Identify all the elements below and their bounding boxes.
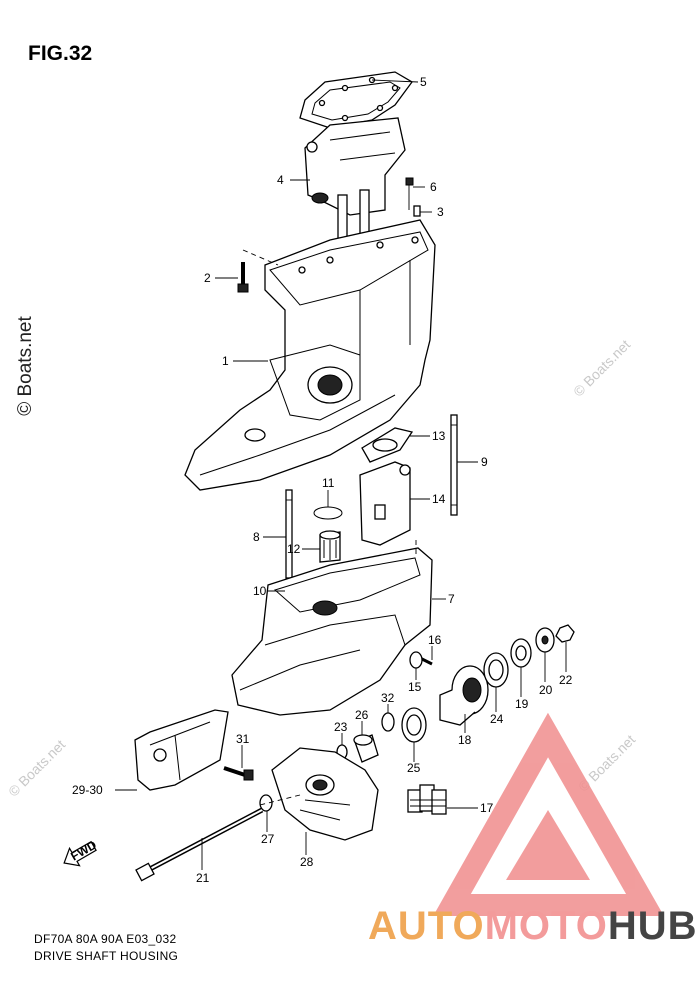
label-part-25: 25	[407, 761, 421, 775]
brand-part-1: AUTO	[368, 904, 485, 948]
part-20-washer	[535, 627, 555, 653]
label-part-11: 11	[322, 476, 335, 490]
part-11-snap-ring	[313, 506, 343, 520]
label-part-12: 12	[287, 542, 301, 556]
label-part-31: 31	[236, 732, 250, 746]
label-part-22: 22	[559, 673, 573, 687]
fwd-label: FWD	[68, 838, 99, 864]
label-part-6: 6	[430, 180, 437, 194]
leader-lines	[115, 79, 567, 870]
label-part-27: 27	[261, 832, 275, 846]
part-29-30-cover	[134, 709, 229, 791]
label-part-26: 26	[355, 708, 369, 722]
label-part-14: 14	[432, 492, 446, 506]
label-part-4: 4	[277, 173, 284, 187]
label-part-7: 7	[448, 592, 455, 606]
label-part-20: 20	[539, 683, 553, 697]
part-19-washer	[510, 638, 532, 668]
footer-name: DRIVE SHAFT HOUSING	[34, 949, 179, 963]
label-part-5: 5	[420, 75, 427, 89]
part-27-washer	[259, 794, 273, 812]
label-part-18: 18	[458, 733, 472, 747]
part-32-washer	[381, 712, 395, 732]
part-15-washer	[409, 651, 423, 669]
label-part-8: 8	[253, 530, 260, 544]
part-labels: 5 4 6 3 2 1 13 9 11 14 8 12 10 7 16 15 2…	[72, 75, 573, 885]
brand-part-2: MOTO	[484, 904, 608, 948]
label-part-16: 16	[428, 633, 442, 647]
label-part-32: 32	[381, 691, 395, 705]
part-22-nut	[555, 624, 575, 643]
label-part-24: 24	[490, 712, 504, 726]
label-part-23: 23	[334, 720, 348, 734]
label-part-17: 17	[480, 801, 494, 815]
fwd-arrow-icon: FWD	[63, 838, 99, 867]
label-part-10: 10	[253, 584, 267, 598]
part-13-gasket	[361, 427, 414, 463]
part-9-stud	[450, 414, 458, 516]
label-part-2: 2	[204, 271, 211, 285]
part-12-bearing	[319, 530, 341, 563]
part-3-dowel	[413, 205, 421, 217]
part-14-cover	[359, 461, 411, 546]
part-24-ring	[483, 652, 509, 688]
brand-wordmark: AUTOMOTOHUB	[368, 904, 696, 949]
label-part-21: 21	[196, 871, 210, 885]
figure-title: FIG.32	[28, 42, 93, 65]
part-21-long-bolt	[135, 807, 264, 882]
part-8-stud	[285, 489, 293, 579]
label-part-29-30: 29-30	[72, 783, 103, 797]
part-2-bolt	[237, 262, 249, 293]
part-26-collar	[353, 734, 379, 763]
label-part-19: 19	[515, 697, 529, 711]
brand-part-3: HUB	[607, 904, 696, 948]
footer-code: DF70A 80A 90A E03_032	[34, 932, 177, 946]
part-31-bolt	[223, 766, 254, 781]
part-7-lower-case	[231, 547, 433, 716]
label-part-15: 15	[408, 680, 422, 694]
label-part-28: 28	[300, 855, 314, 869]
part-28-mount-bracket	[271, 747, 379, 841]
label-part-9: 9	[481, 455, 488, 469]
part-25-ring	[401, 707, 427, 743]
label-part-1: 1	[222, 354, 229, 368]
part-1-drive-shaft-housing	[184, 219, 436, 491]
brand-triangle-logo	[433, 712, 664, 916]
label-part-13: 13	[432, 429, 446, 443]
alignment-lines	[242, 249, 417, 806]
part-18-mount	[439, 665, 489, 726]
part-6-bolt	[405, 177, 414, 210]
part-5-gasket	[299, 71, 413, 129]
part-17-spacers	[407, 784, 447, 815]
label-part-3: 3	[437, 205, 444, 219]
